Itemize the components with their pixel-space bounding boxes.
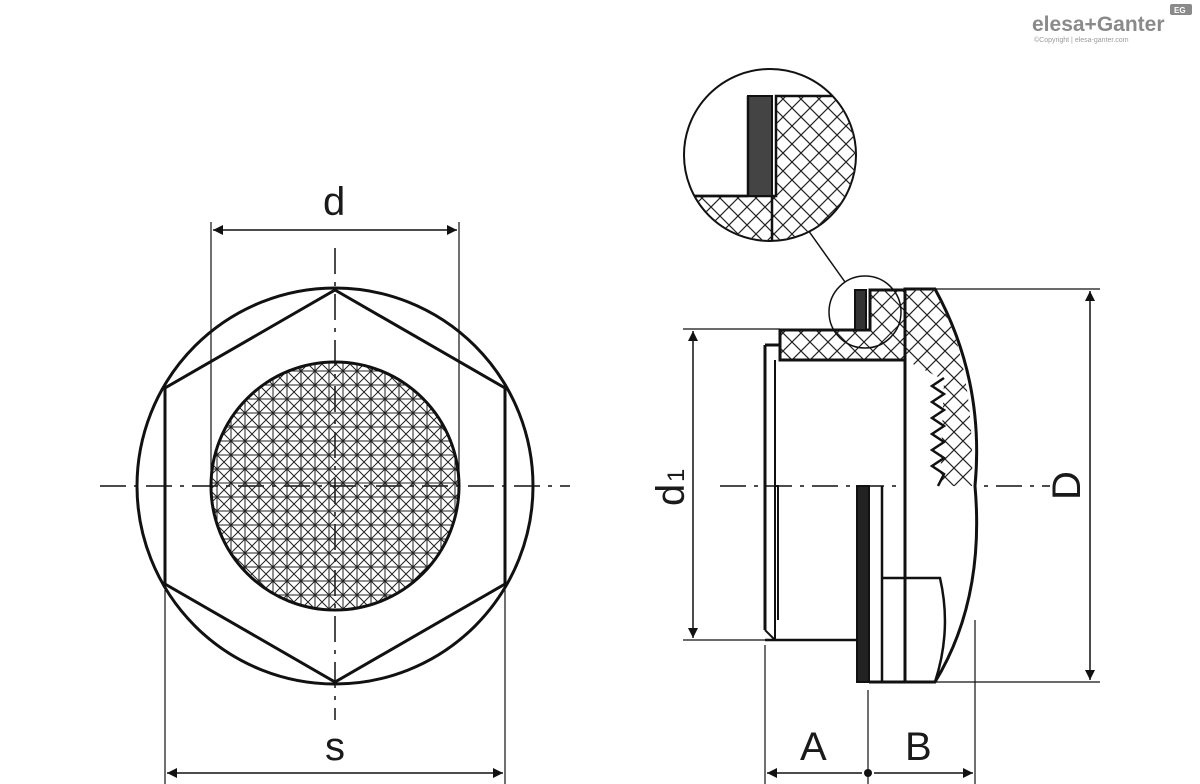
flange-circle <box>135 286 535 686</box>
knurled-window <box>209 360 461 612</box>
detail-view <box>683 68 857 242</box>
label-s: s <box>325 725 345 769</box>
seal-ring-top <box>854 289 867 331</box>
body-chamfer <box>764 629 776 641</box>
label-d: d <box>323 180 345 224</box>
svg-text:D: D <box>1045 471 1089 500</box>
label-B: B <box>905 725 932 769</box>
brand-badge: EG <box>1174 6 1186 15</box>
hexagon-outline <box>163 288 507 684</box>
svg-text:1: 1 <box>663 469 690 482</box>
body-step <box>775 485 779 620</box>
brand-logo: elesa+Ganter ©Copyright | elesa-ganter.c… <box>1032 4 1192 44</box>
side-view <box>683 229 1100 784</box>
label-d1: d 1 <box>649 469 693 506</box>
thread-profile <box>929 376 947 487</box>
brand-name: elesa+Ganter <box>1032 13 1165 36</box>
cap-section-hatch <box>905 289 973 486</box>
gasket <box>856 485 870 683</box>
label-A: A <box>800 725 827 769</box>
brand-badge-icon <box>1170 4 1192 15</box>
flange-section <box>778 288 907 362</box>
label-D: D <box>1045 471 1089 500</box>
detail-marker <box>828 275 902 349</box>
detail-leader <box>807 229 846 283</box>
hex-facet <box>882 576 947 683</box>
svg-text:d: d <box>649 484 693 506</box>
front-view <box>100 222 570 784</box>
A-B-junction-dot <box>864 769 872 777</box>
brand-copyright: ©Copyright | elesa-ganter.com <box>1034 36 1129 44</box>
body-top-edge <box>765 343 905 362</box>
